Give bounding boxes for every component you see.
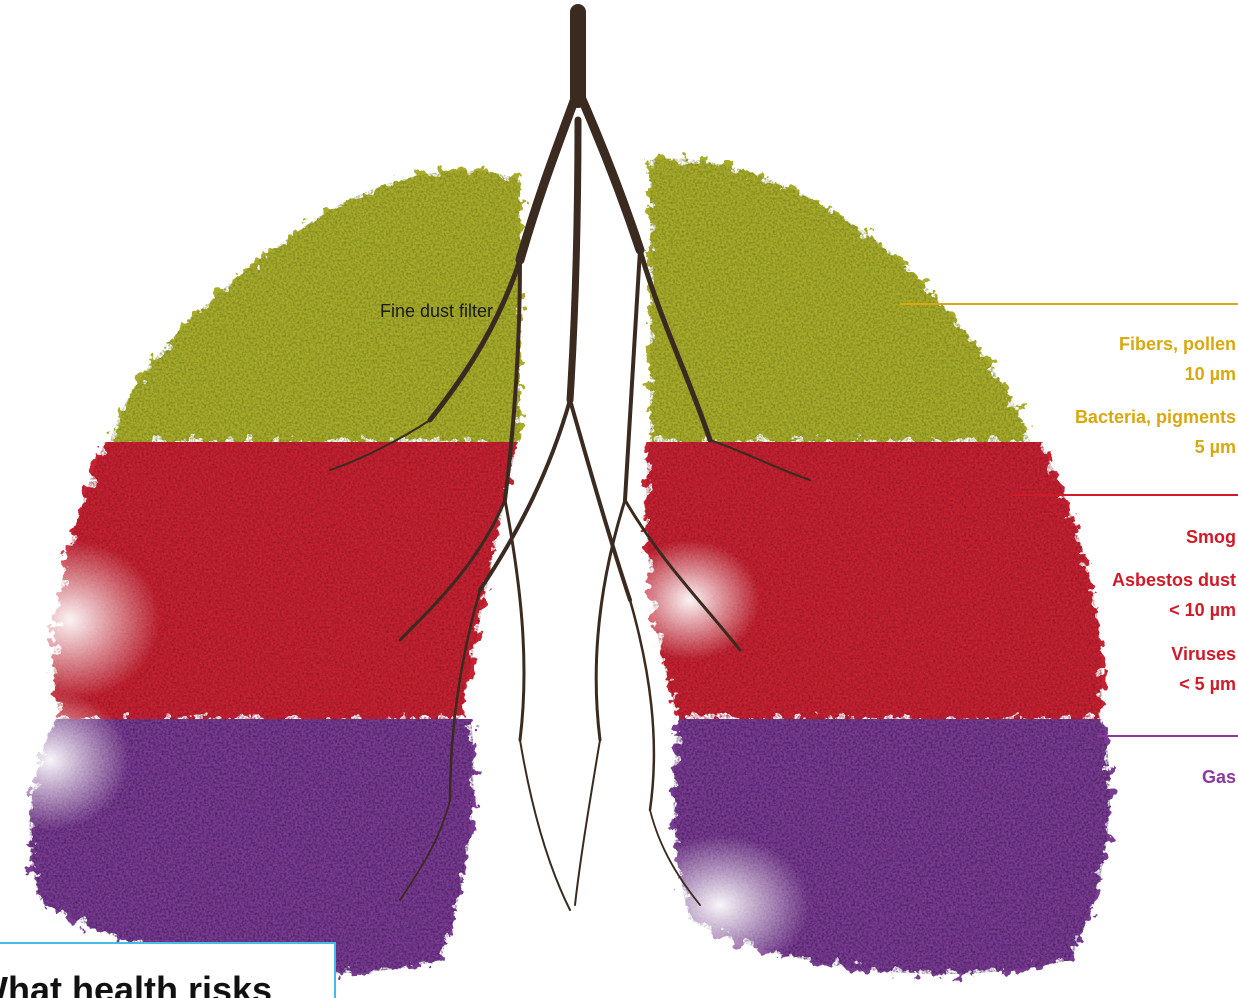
fine-dust-filter-caption: Fine dust filter bbox=[380, 300, 493, 322]
upper-zone-label-1: Fibers, pollen bbox=[1119, 330, 1236, 359]
middle-zone-label-4: Viruses bbox=[1171, 640, 1236, 669]
middle-zone-label-1: Smog bbox=[1186, 523, 1236, 552]
lower-zone-label-1: Gas bbox=[1202, 763, 1236, 792]
question-heading: What health risks bbox=[0, 969, 272, 998]
lower-zone-line bbox=[1098, 735, 1238, 737]
middle-zone-foliage bbox=[54, 430, 1102, 719]
middle-zone-label-3: < 10 µm bbox=[1169, 596, 1236, 625]
upper-zone-line bbox=[900, 303, 1238, 305]
middle-zone-line bbox=[1012, 494, 1238, 496]
upper-zone-label-4: 5 µm bbox=[1195, 433, 1236, 462]
lower-zone-foliage bbox=[30, 710, 1110, 974]
middle-zone-label-2: Asbestos dust bbox=[1112, 566, 1236, 595]
upper-zone-label-3: Bacteria, pigments bbox=[1075, 403, 1236, 432]
question-callout: What health risks bbox=[0, 942, 336, 998]
middle-zone-label-5: < 5 µm bbox=[1179, 670, 1236, 699]
upper-zone-label-2: 10 µm bbox=[1185, 360, 1236, 389]
